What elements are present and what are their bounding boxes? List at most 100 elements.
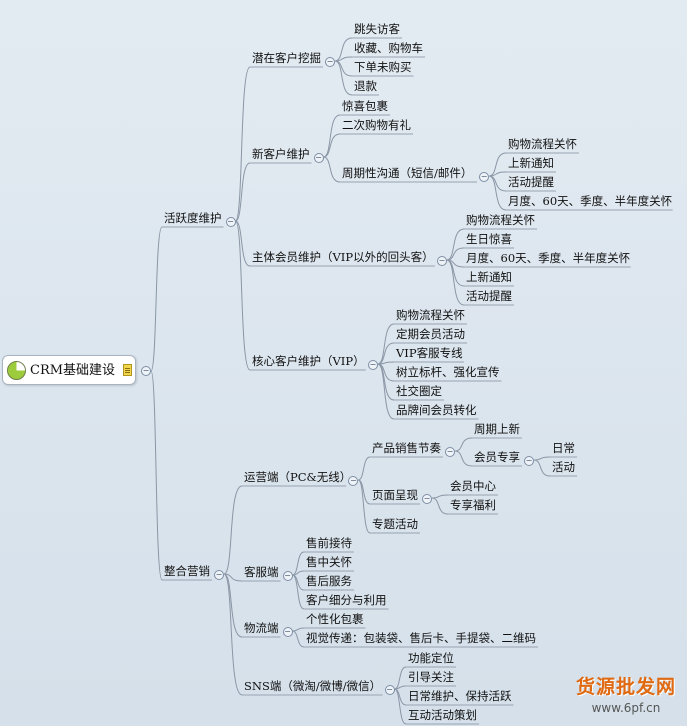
node-0-1-2[interactable]: 周期性沟通（短信/邮件）: [340, 166, 474, 180]
note-icon[interactable]: [123, 364, 132, 376]
collapse-icon[interactable]: −: [325, 57, 335, 67]
node-0-1-2-0[interactable]: 购物流程关怀: [506, 137, 579, 151]
node-1-0-0-1-0[interactable]: 日常: [550, 441, 577, 455]
watermark-text: 货源批发网: [575, 676, 676, 698]
connector: [446, 259, 465, 287]
node-1-0-0-1-1[interactable]: 活动: [550, 460, 577, 474]
node-1-0-1-0[interactable]: 会员中心: [448, 479, 498, 493]
collapse-icon[interactable]: −: [422, 494, 432, 504]
node-1-1-3[interactable]: 客户细分与利用: [304, 593, 389, 607]
node-0-0-2[interactable]: 下单未购买: [352, 60, 414, 74]
node-1-0-2[interactable]: 专题活动: [370, 517, 420, 531]
node-0-1-2-1[interactable]: 上新通知: [506, 156, 556, 170]
collapse-icon[interactable]: −: [282, 627, 293, 637]
collapse-icon[interactable]: −: [367, 360, 378, 370]
node-1-1-0[interactable]: 售前接待: [304, 536, 354, 550]
node-0-3-3[interactable]: 树立标杆、强化宣传: [394, 365, 502, 379]
node-1[interactable]: 整合营销: [162, 564, 212, 578]
node-0[interactable]: 活跃度维护: [162, 211, 224, 225]
node-label: 视觉传递：包装袋、售后卡、手提袋、二维码: [306, 631, 536, 645]
node-label: 售后服务: [306, 574, 352, 588]
connector: [235, 66, 251, 222]
connector: [235, 162, 251, 222]
collapse-icon[interactable]: −: [348, 476, 359, 486]
node-0-0-3[interactable]: 退款: [352, 79, 379, 93]
watermark: 货源批发网 www.6pf.cn: [570, 672, 682, 715]
node-label: 日常维护、保持活跃: [408, 689, 512, 703]
collapse-icon[interactable]: −: [479, 172, 490, 182]
watermark-url: www.6pf.cn: [591, 701, 661, 715]
node-1-3[interactable]: SNS端（微淘/微博/微信）: [242, 679, 383, 693]
node-0-2-2[interactable]: 月度、60天、季度、半年度关怀: [464, 251, 632, 265]
node-1-3-2[interactable]: 日常维护、保持活跃: [406, 689, 514, 703]
node-1-0-0[interactable]: 产品销售节奏: [370, 441, 443, 455]
connector: [292, 570, 305, 576]
node-label: 会员专享: [474, 450, 520, 464]
node-1-0-1-1[interactable]: 专享福利: [448, 498, 498, 512]
node-0-2-0[interactable]: 购物流程关怀: [464, 213, 537, 227]
collapse-icon[interactable]: −: [214, 570, 224, 580]
connector: [334, 60, 353, 77]
collapse-icon[interactable]: −: [225, 217, 236, 227]
node-label: 生日惊喜: [466, 232, 512, 246]
node-label: 月度、60天、季度、半年度关怀: [508, 194, 673, 208]
node-0-3-0[interactable]: 购物流程关怀: [394, 308, 467, 322]
node-1-3-3[interactable]: 互动活动策划: [406, 708, 479, 722]
root-collapse-icon[interactable]: −: [141, 366, 151, 376]
connector: [334, 60, 353, 96]
node-0-1-2-2[interactable]: 活动提醒: [506, 175, 556, 189]
node-0-2[interactable]: 主体会员维护（VIP以外的回头客）: [250, 250, 436, 264]
node-label: 整合营销: [164, 564, 210, 578]
collapse-icon[interactable]: −: [524, 456, 534, 466]
node-label: 购物流程关怀: [396, 308, 465, 322]
connector: [223, 485, 243, 575]
connector: [358, 456, 371, 481]
node-0-2-1[interactable]: 生日惊喜: [464, 232, 514, 246]
node-0-2-3[interactable]: 上新通知: [464, 270, 514, 284]
node-1-2-0[interactable]: 个性化包裹: [304, 612, 366, 626]
node-label: 月度、60天、季度、半年度关怀: [466, 251, 631, 265]
collapse-icon[interactable]: −: [384, 685, 395, 695]
node-0-3-2[interactable]: VIP客服专线: [394, 346, 465, 360]
node-0-0-0[interactable]: 跳失访客: [352, 22, 402, 36]
root-node[interactable]: CRM基础建设: [2, 355, 136, 385]
node-label: 定期会员活动: [396, 327, 465, 341]
node-1-1-1[interactable]: 售中关怀: [304, 555, 354, 569]
node-1-3-0[interactable]: 功能定位: [406, 651, 456, 665]
node-1-3-1[interactable]: 引导关注: [406, 670, 456, 684]
collapse-icon[interactable]: −: [313, 153, 324, 163]
connector: [292, 627, 305, 632]
node-label: 售中关怀: [306, 555, 352, 569]
node-label: 周期上新: [474, 422, 520, 436]
node-1-1-2[interactable]: 售后服务: [304, 574, 354, 588]
connector: [394, 688, 407, 725]
node-0-3-1[interactable]: 定期会员活动: [394, 327, 467, 341]
collapse-icon[interactable]: −: [445, 447, 455, 457]
node-0-2-4[interactable]: 活动提醒: [464, 289, 514, 303]
node-label: 收藏、购物车: [354, 41, 423, 55]
node-1-0-1[interactable]: 页面呈现: [370, 488, 420, 502]
node-1-0[interactable]: 运营端（PC&无线）: [242, 470, 353, 484]
collapse-icon[interactable]: −: [436, 256, 447, 266]
node-label: 上新通知: [466, 270, 512, 284]
node-0-1-2-3[interactable]: 月度、60天、季度、半年度关怀: [506, 194, 674, 208]
node-0-3[interactable]: 核心客户维护（VIP）: [250, 354, 367, 368]
node-0-1-0[interactable]: 惊喜包裹: [340, 99, 390, 113]
node-label: 新客户维护: [252, 147, 310, 161]
node-label: 功能定位: [408, 651, 454, 665]
node-0-0-1[interactable]: 收藏、购物车: [352, 41, 425, 55]
node-0-1-1[interactable]: 二次购物有礼: [340, 118, 413, 132]
node-1-0-0-1[interactable]: 会员专享: [472, 450, 522, 464]
node-1-2-1[interactable]: 视觉传递：包装袋、售后卡、手提袋、二维码: [304, 631, 538, 645]
node-0-1[interactable]: 新客户维护: [250, 147, 312, 161]
collapse-icon[interactable]: −: [282, 571, 293, 581]
node-1-0-0-0[interactable]: 周期上新: [472, 422, 522, 436]
node-1-2[interactable]: 物流端: [242, 621, 281, 635]
node-label: 活动提醒: [508, 175, 554, 189]
node-label: 上新通知: [508, 156, 554, 170]
node-0-3-4[interactable]: 社交圈定: [394, 384, 444, 398]
connector: [377, 342, 395, 365]
node-0-3-5[interactable]: 品牌间会员转化: [394, 403, 479, 417]
node-0-0[interactable]: 潜在客户挖掘: [250, 51, 323, 65]
node-1-1[interactable]: 客服端: [242, 565, 281, 579]
